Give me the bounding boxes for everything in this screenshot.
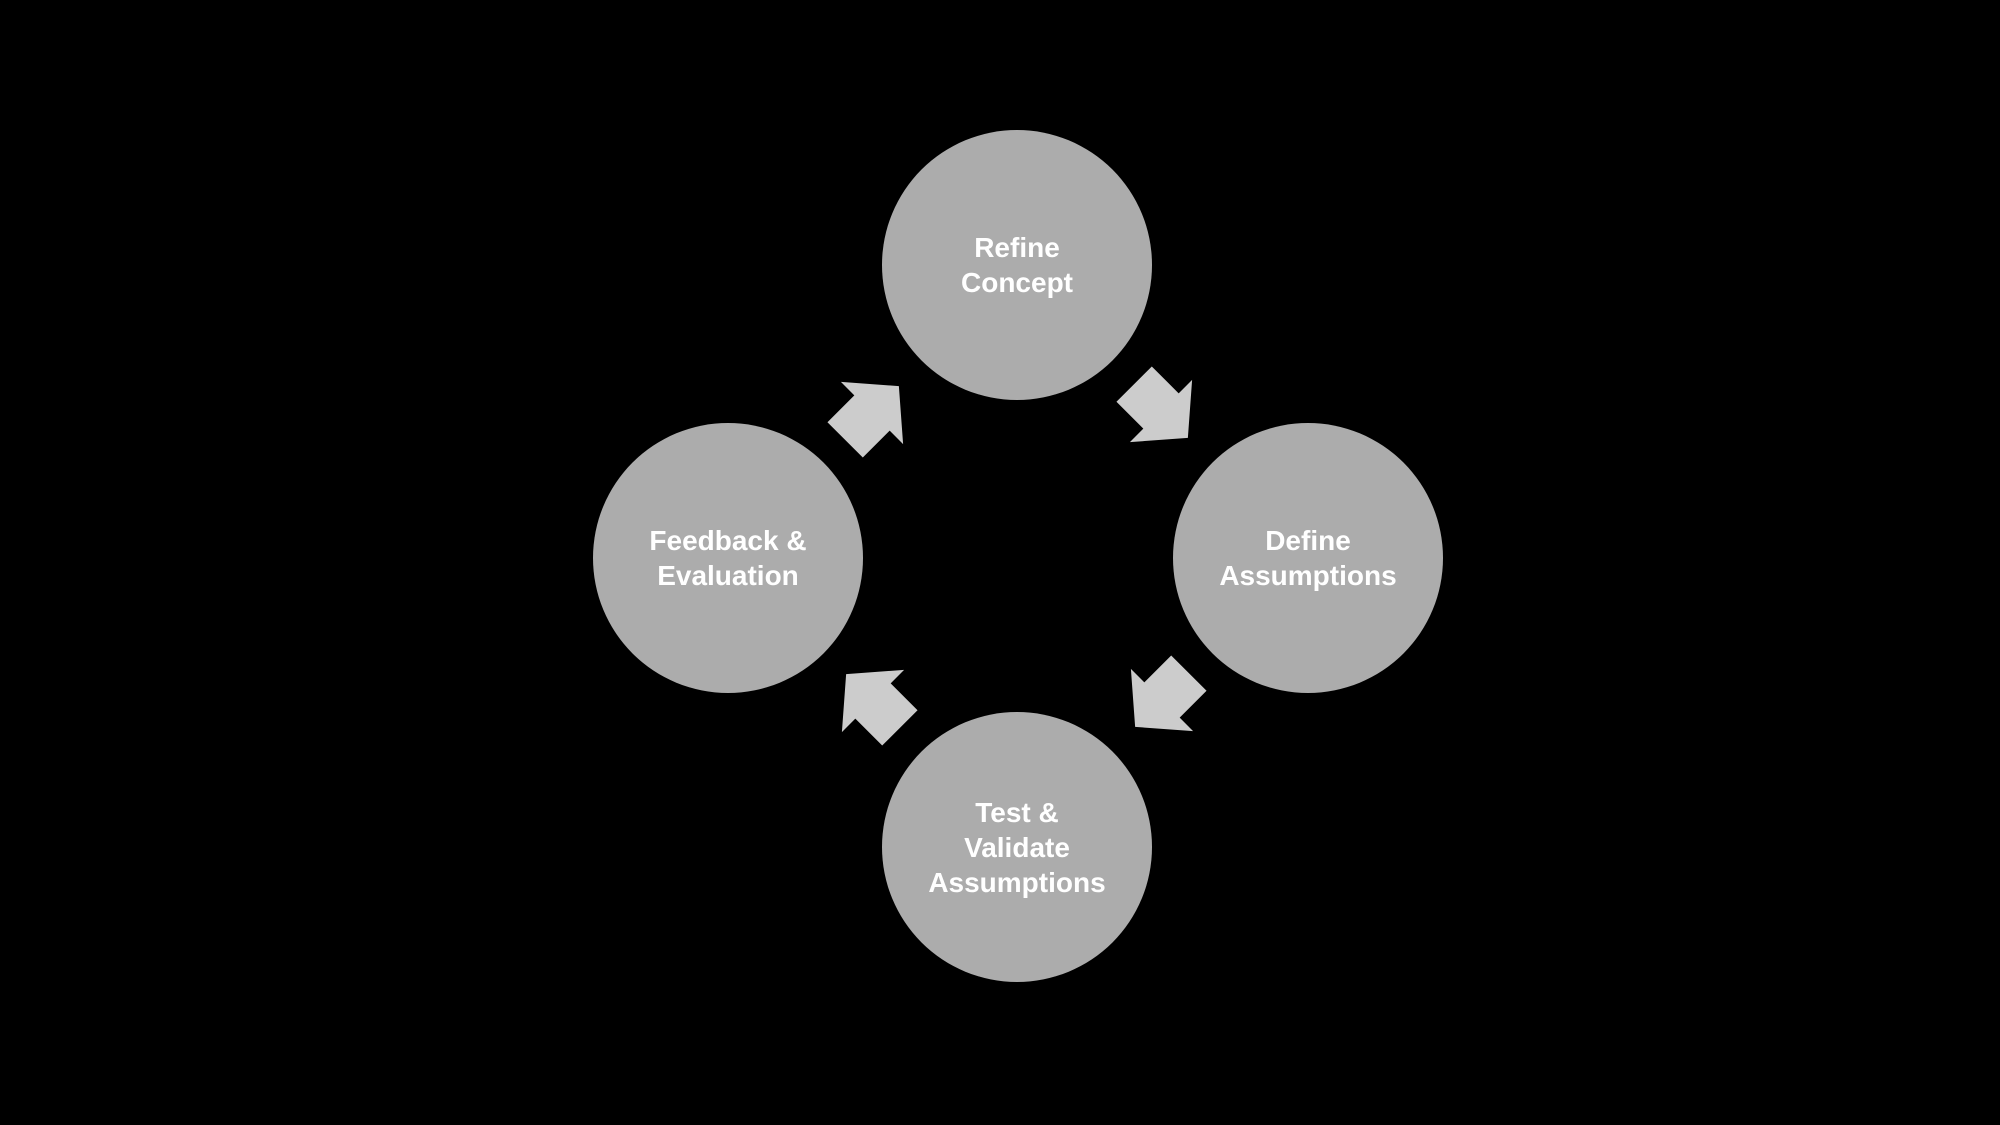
arrow-define-to-test-icon: [1107, 645, 1217, 755]
step-label-test-validate-assumptions: Test & Validate Assumptions: [928, 796, 1106, 898]
step-label-define-assumptions: Define Assumptions: [1219, 525, 1397, 591]
block-arrow-ne-icon: [827, 381, 904, 458]
arrow-feedback-to-refine-icon: [817, 358, 927, 468]
arrow-refine-to-define-icon: [1106, 356, 1216, 466]
block-arrow-nw-icon: [841, 669, 918, 746]
block-arrow-shape: [841, 669, 918, 746]
cycle-step-refine-concept: Refine Concept: [882, 130, 1152, 400]
cycle-step-define-assumptions: Define Assumptions: [1173, 423, 1443, 693]
block-arrow-shape: [1130, 655, 1207, 732]
block-arrow-sw-icon: [1130, 655, 1207, 732]
block-arrow-se-icon: [1116, 366, 1193, 443]
arrow-test-to-feedback-icon: [818, 646, 928, 756]
step-label-refine-concept: Refine Concept: [961, 232, 1073, 298]
block-arrow-shape: [1116, 366, 1193, 443]
block-arrow-shape: [827, 381, 904, 458]
cycle-step-test-validate-assumptions: Test & Validate Assumptions: [882, 712, 1152, 982]
step-label-feedback-evaluation: Feedback & Evaluation: [649, 525, 807, 591]
cycle-step-feedback-evaluation: Feedback & Evaluation: [593, 423, 863, 693]
